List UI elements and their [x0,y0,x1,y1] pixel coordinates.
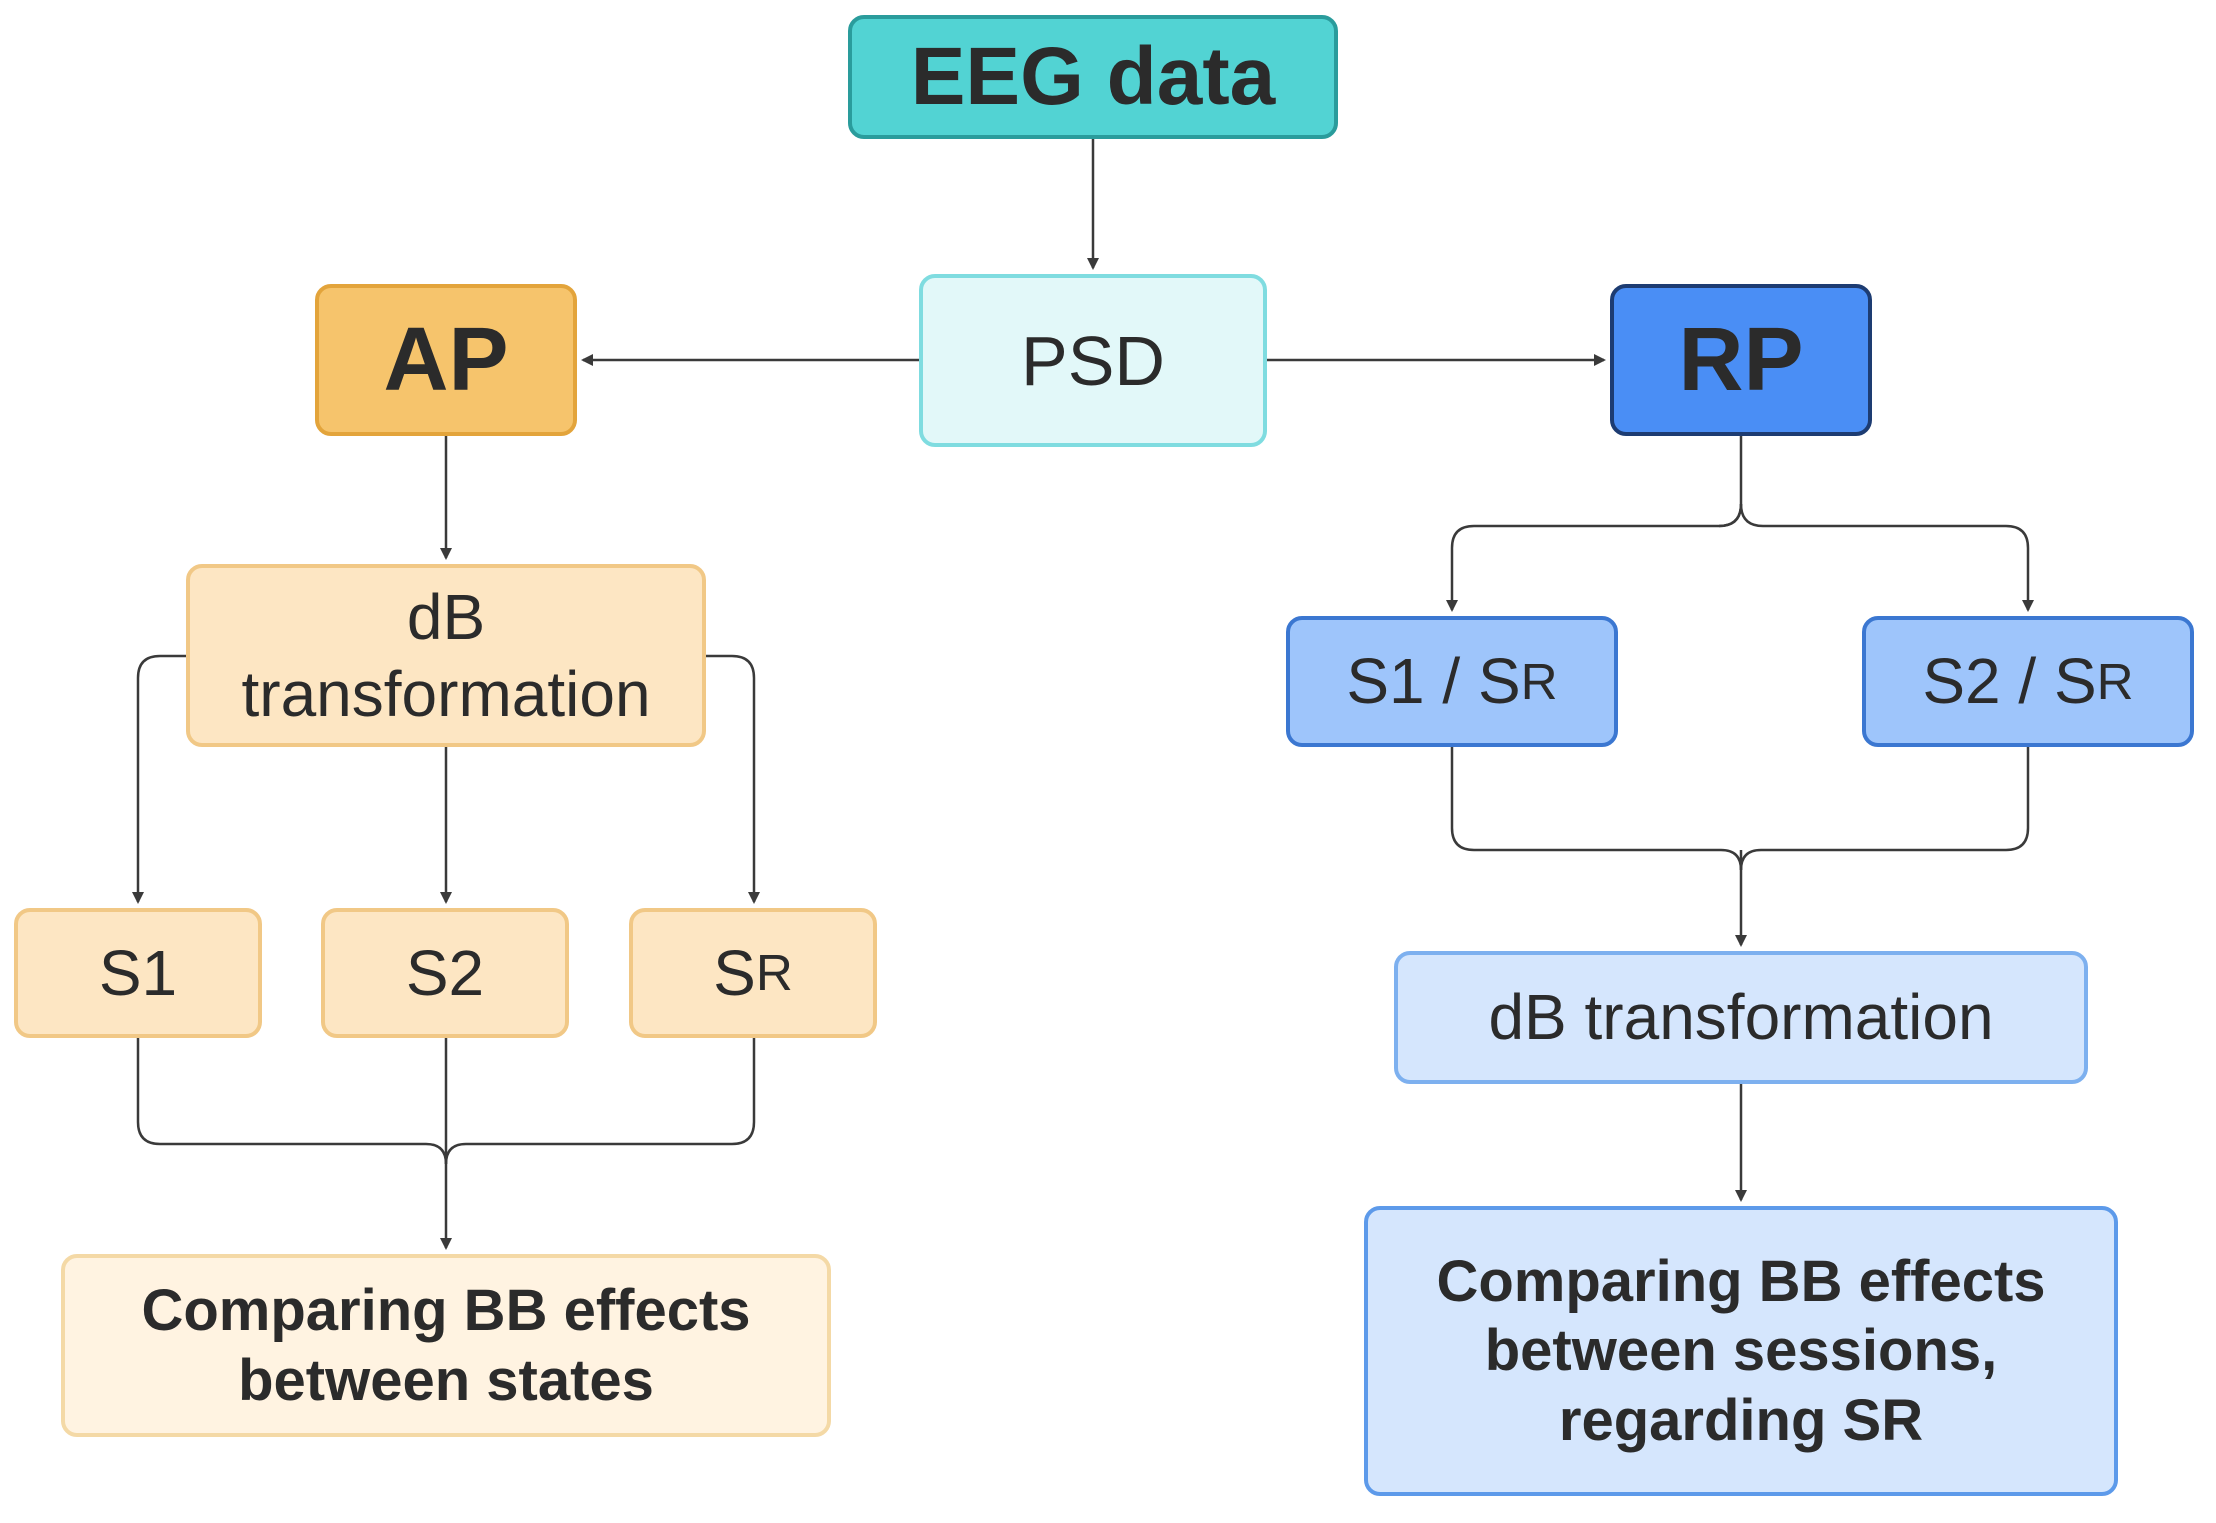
s2-sr-label: S2 / S [1922,645,2097,718]
connector-s1r-merge [1450,747,1743,871]
rp-label: RP [1678,310,1804,410]
psd-node: PSD [919,274,1267,447]
s2-sr-subscript: R [2096,652,2134,710]
db-transformation-left-node: dB transformation [186,564,706,747]
compare-sessions-node: Comparing BB effects between sessions, r… [1364,1206,2118,1496]
compare-states-node: Comparing BB effects between states [61,1254,831,1437]
s1-sr-label: S1 / S [1346,645,1521,718]
s1-node: S1 [14,908,262,1038]
compare-right-line3: regarding SR [1558,1387,1924,1453]
arrow-rp-to-s1r [1446,503,1743,612]
eeg-data-node: EEG data [848,15,1338,139]
db-left-line2: transformation [241,657,651,730]
compare-right-line1: Comparing BB effects [1436,1248,2046,1314]
compare-left-line1: Comparing BB effects [141,1277,751,1343]
s1-sr-subscript: R [1520,652,1558,710]
psd-label: PSD [1021,321,1165,400]
compare-right-line2: between sessions, [1484,1318,1998,1384]
arrow-db-to-sr [706,654,760,904]
connector-s2r-merge [1739,747,2030,871]
arrow-db-to-s1 [132,654,186,904]
s2-label: S2 [405,936,485,1009]
db-right-label: dB transformation [1488,981,1994,1054]
connector-sr-merge [444,1038,756,1165]
s2-node: S2 [321,908,569,1038]
ap-label: AP [383,310,509,410]
s1-label: S1 [98,936,178,1009]
sr-label: S [713,936,756,1009]
db-left-line1: dB [406,580,486,653]
connector-s1-merge [136,1038,448,1165]
db-transformation-right-node: dB transformation [1394,951,2088,1084]
arrow-rp-to-s2r [1739,503,2034,612]
compare-left-line2: between states [238,1347,654,1413]
ap-node: AP [315,284,577,436]
eeg-data-label: EEG data [910,30,1276,122]
sr-subscript: R [755,944,793,1002]
connector-rp-stem [1718,436,1743,528]
rp-node: RP [1610,284,1872,436]
